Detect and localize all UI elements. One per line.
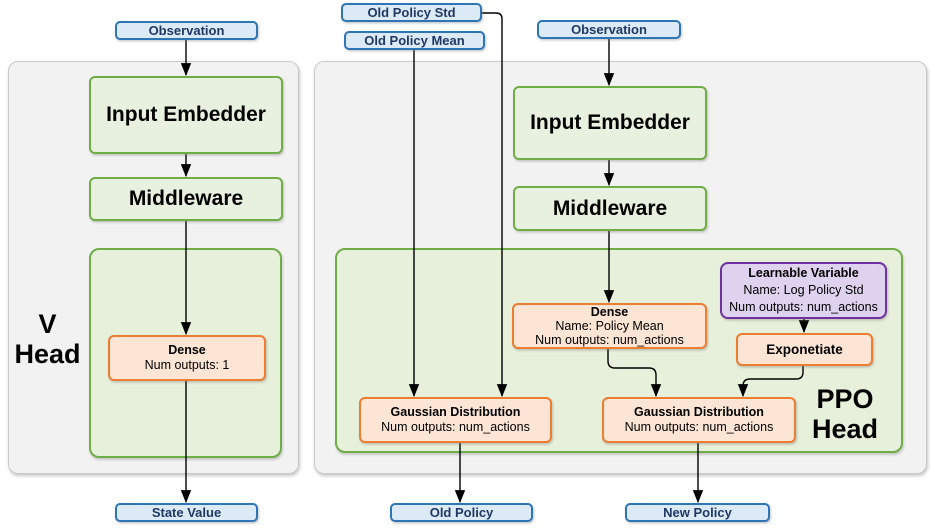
- exponetiate-op-label: Exponetiate: [766, 342, 843, 357]
- gaussian-new-title: Gaussian Distribution: [634, 405, 764, 419]
- observation-input-v: Observation: [115, 21, 258, 40]
- observation-input-ppo: Observation: [537, 20, 681, 39]
- input-embedder-v: Input Embedder: [89, 76, 283, 154]
- state-value-output: State Value: [115, 503, 258, 522]
- gaussian-distribution-old: Gaussian Distribution Num outputs: num_a…: [359, 397, 552, 443]
- input-embedder-v-label: Input Embedder: [106, 103, 266, 126]
- middleware-v-label: Middleware: [128, 187, 244, 210]
- gaussian-old-title: Gaussian Distribution: [390, 405, 521, 419]
- learnable-variable-outputs: Num outputs: num_actions: [729, 300, 878, 314]
- old-policy-std-input: Old Policy Std: [341, 3, 482, 22]
- gaussian-old-outputs: Num outputs: num_actions: [381, 420, 530, 434]
- ppo-head-label-line2: Head: [811, 414, 879, 444]
- old-policy-std-input-label: Old Policy Std: [367, 5, 456, 20]
- old-policy-mean-input-label: Old Policy Mean: [364, 33, 465, 48]
- dense-v: Dense Num outputs: 1: [108, 335, 266, 381]
- ppo-head-label: PPO Head: [805, 384, 885, 444]
- new-policy-output-label: New Policy: [663, 505, 732, 520]
- input-embedder-ppo-label: Input Embedder: [530, 111, 690, 134]
- ppo-head-label-line1: PPO: [816, 384, 874, 414]
- observation-input-ppo-label: Observation: [571, 22, 647, 37]
- v-head-label: V Head: [10, 309, 85, 369]
- exponetiate-op: Exponetiate: [736, 333, 873, 366]
- dense-policy-mean: Dense Name: Policy Mean Num outputs: num…: [512, 303, 707, 349]
- dense-v-title: Dense: [168, 343, 206, 357]
- learnable-variable-log-policy-std: Learnable Variable Name: Log Policy Std …: [720, 262, 887, 319]
- old-policy-mean-input: Old Policy Mean: [344, 31, 485, 50]
- dense-policy-mean-title: Dense: [590, 305, 629, 319]
- middleware-ppo: Middleware: [513, 186, 707, 231]
- old-policy-output-label: Old Policy: [429, 505, 494, 520]
- dense-policy-mean-outputs: Num outputs: num_actions: [535, 333, 684, 347]
- middleware-ppo-label: Middleware: [552, 196, 668, 220]
- observation-input-v-label: Observation: [148, 23, 225, 38]
- middleware-v: Middleware: [89, 177, 283, 221]
- v-head-label-line1: V: [38, 309, 57, 339]
- learnable-variable-title: Learnable Variable: [748, 266, 859, 280]
- input-embedder-ppo: Input Embedder: [513, 86, 707, 160]
- dense-policy-mean-name: Name: Policy Mean: [555, 319, 664, 333]
- learnable-variable-name: Name: Log Policy Std: [743, 283, 864, 297]
- dense-v-outputs: Num outputs: 1: [144, 358, 230, 372]
- gaussian-distribution-new: Gaussian Distribution Num outputs: num_a…: [602, 397, 796, 443]
- gaussian-new-outputs: Num outputs: num_actions: [624, 420, 774, 434]
- new-policy-output: New Policy: [625, 503, 770, 522]
- v-head-label-line2: Head: [14, 339, 81, 369]
- state-value-output-label: State Value: [151, 505, 222, 520]
- old-policy-output: Old Policy: [390, 503, 533, 522]
